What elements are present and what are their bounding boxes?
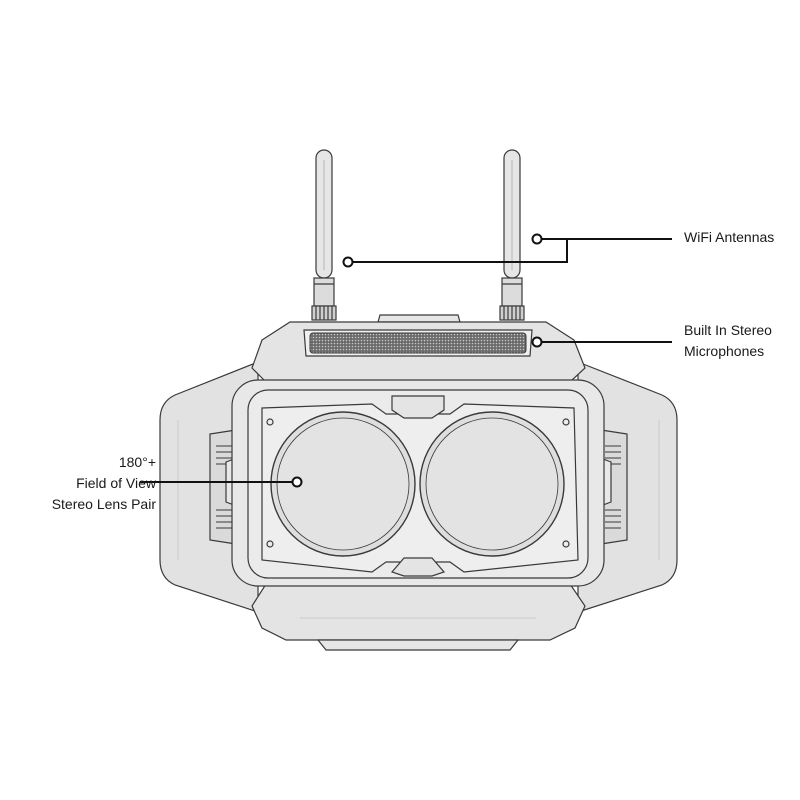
lens-label-line2: Field of View bbox=[76, 475, 156, 491]
left-antenna bbox=[311, 149, 337, 321]
antenna-pointer-left bbox=[342, 256, 354, 268]
microphones-callout bbox=[531, 336, 672, 348]
microphone-pointer bbox=[531, 336, 543, 348]
lens-pointer bbox=[291, 476, 303, 488]
lens-label-line3: Stereo Lens Pair bbox=[51, 496, 156, 512]
antennas-label: WiFi Antennas bbox=[684, 229, 775, 245]
microphones-label: Built In Stereo Microphones bbox=[684, 320, 794, 362]
bottom-housing bbox=[251, 583, 586, 651]
antennas-callout bbox=[342, 233, 672, 268]
lens-label: 180°+ Field of View Stereo Lens Pair bbox=[0, 452, 156, 515]
microphones-label-line2: Microphones bbox=[684, 343, 765, 359]
lens-callout bbox=[140, 476, 303, 488]
right-antenna bbox=[499, 149, 525, 321]
antenna-pointer-right bbox=[531, 233, 543, 245]
microphone-grille bbox=[309, 332, 527, 354]
lens-label-line1: 180°+ bbox=[118, 454, 156, 470]
microphones-label-line1: Built In Stereo bbox=[684, 322, 772, 338]
left-lens bbox=[270, 411, 416, 557]
right-lens bbox=[419, 411, 565, 557]
